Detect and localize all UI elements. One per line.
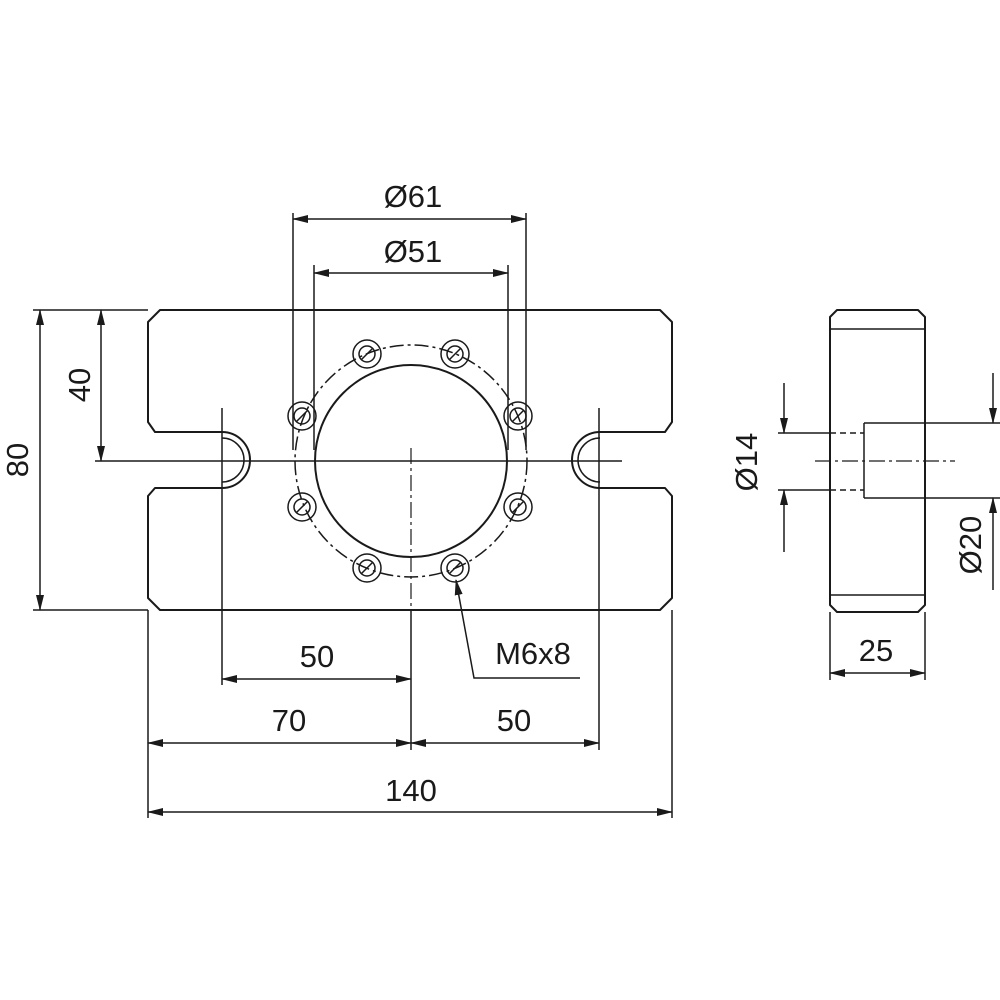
dim-label-140: 140 [385,773,437,808]
block-upper-outline [147,309,673,611]
bolt-hole [352,339,382,369]
side-view: Ø14 Ø20 25 [729,309,1000,680]
dim-label-d51: Ø51 [384,234,443,269]
dim-label-70: 70 [272,703,306,738]
bolt-hole [440,339,470,369]
dim-label-25: 25 [859,633,893,668]
dim-label-80: 80 [0,443,35,477]
bolt-holes [287,339,533,583]
bolt-hole [287,492,317,522]
dim-label-d20: Ø20 [953,516,988,575]
front-view: Ø61 Ø51 40 80 50 70 50 140 M6x8 [0,179,673,818]
thread-callout-label: M6x8 [495,636,571,671]
dim-label-40: 40 [62,368,97,402]
slot-arc-right [577,437,601,483]
slot-arc-left [221,437,245,483]
bolt-hole [352,553,382,583]
bolt-hole [503,492,533,522]
bolt-hole [287,401,317,431]
dim-label-50-inner: 50 [300,639,334,674]
dim-label-d61: Ø61 [384,179,443,214]
dim-label-50-right: 50 [497,703,531,738]
thread-leader-line [454,579,580,679]
bolt-hole [440,553,470,583]
side-body-outline [829,309,926,613]
dim-label-d14: Ø14 [729,433,764,492]
